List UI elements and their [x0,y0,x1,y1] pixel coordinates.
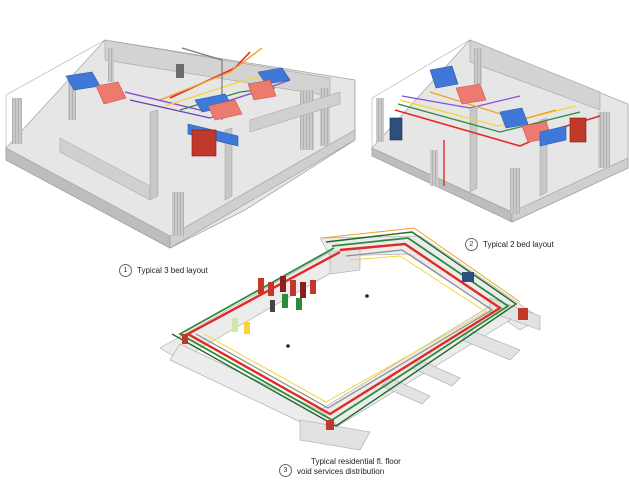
main-run-green-2 [171,231,518,427]
three-bed-pipe-purple [124,79,291,111]
riser-unit [244,322,250,334]
main-run-grey [195,249,494,409]
caption-label: Typical 2 bed layout [483,240,554,249]
riser-unit [258,278,264,294]
three-bed-outline [5,39,106,96]
two-bed-duct-blue [429,65,459,89]
two-bed-duct-salmon [455,83,487,105]
two-bed-partition [469,107,478,193]
two-bed-outline [371,39,471,99]
floor-void-distribution-model [159,227,541,451]
three-bed-window [300,90,314,150]
main-run-red [185,242,503,416]
two-bed-window [598,112,610,168]
column-marker [365,294,369,298]
two-bed-window [430,150,438,186]
three-bed-duct-blue [257,67,291,85]
three-bed-riser-unit [176,64,184,78]
two-bed-window [474,48,482,84]
three-bed-pipe-orange [159,47,263,101]
two-bed-duct-blue [499,107,529,129]
main-run-orange [321,227,521,303]
main-run-yellow [203,255,487,403]
three-bed-duct-salmon [207,99,243,121]
two-bed-back-wall [469,39,601,111]
three-bed-window [108,48,114,82]
riser-unit [326,420,334,430]
riser-unit [232,318,238,332]
two-bed-window [376,98,384,142]
corridor-slab [461,329,521,361]
three-bed-partition [149,109,159,201]
two-bed-window [510,168,520,214]
three-bed-duct-salmon [247,79,277,101]
three-bed-window [68,80,76,120]
riser-unit [310,280,316,294]
two-bed-cylinder [389,117,403,141]
riser-unit [282,294,288,308]
two-bed-riser-unit [569,117,587,143]
main-run-green [178,237,510,422]
riser-unit [280,276,286,292]
three-bed-layout-model [5,39,356,249]
riser-unit [268,282,274,296]
three-bed-riser-unit [191,129,217,157]
riser-unit [270,300,275,312]
three-bed-window [12,98,22,144]
caption-number-badge: 3 [279,464,292,477]
caption-label-line1: Typical residential fl. floor [311,457,401,466]
corridor-slab [329,247,361,275]
two-bed-pipe-yellow [399,99,576,127]
two-bed-layout-model [371,39,629,223]
three-bed-window [172,192,184,236]
two-bed-pipe-purple [401,95,521,109]
three-bed-partition [224,127,233,201]
riser-unit [300,282,306,298]
caption-three-bed: 1 Typical 3 bed layout [119,264,208,277]
caption-floor-void: 3 Typical residential fl. floor void ser… [279,457,401,477]
two-bed-pipe-green [397,103,581,133]
riser-unit [290,280,296,296]
caption-number-badge: 1 [119,264,132,277]
riser-unit [518,308,528,320]
caption-label: Typical 3 bed layout [137,266,208,275]
caption-two-bed: 2 Typical 2 bed layout [465,238,554,251]
three-bed-window [320,88,330,146]
riser-unit [462,272,474,282]
corridor-slab [299,419,371,451]
caption-number-badge: 2 [465,238,478,251]
riser-unit [182,334,188,344]
corridor-slab [381,377,431,405]
three-bed-partition [249,91,341,133]
column-marker [286,344,290,348]
caption-label-line2: void services distribution [297,467,385,476]
two-bed-duct-blue [539,125,567,147]
three-bed-duct-salmon [95,81,127,105]
riser-unit [296,298,302,310]
